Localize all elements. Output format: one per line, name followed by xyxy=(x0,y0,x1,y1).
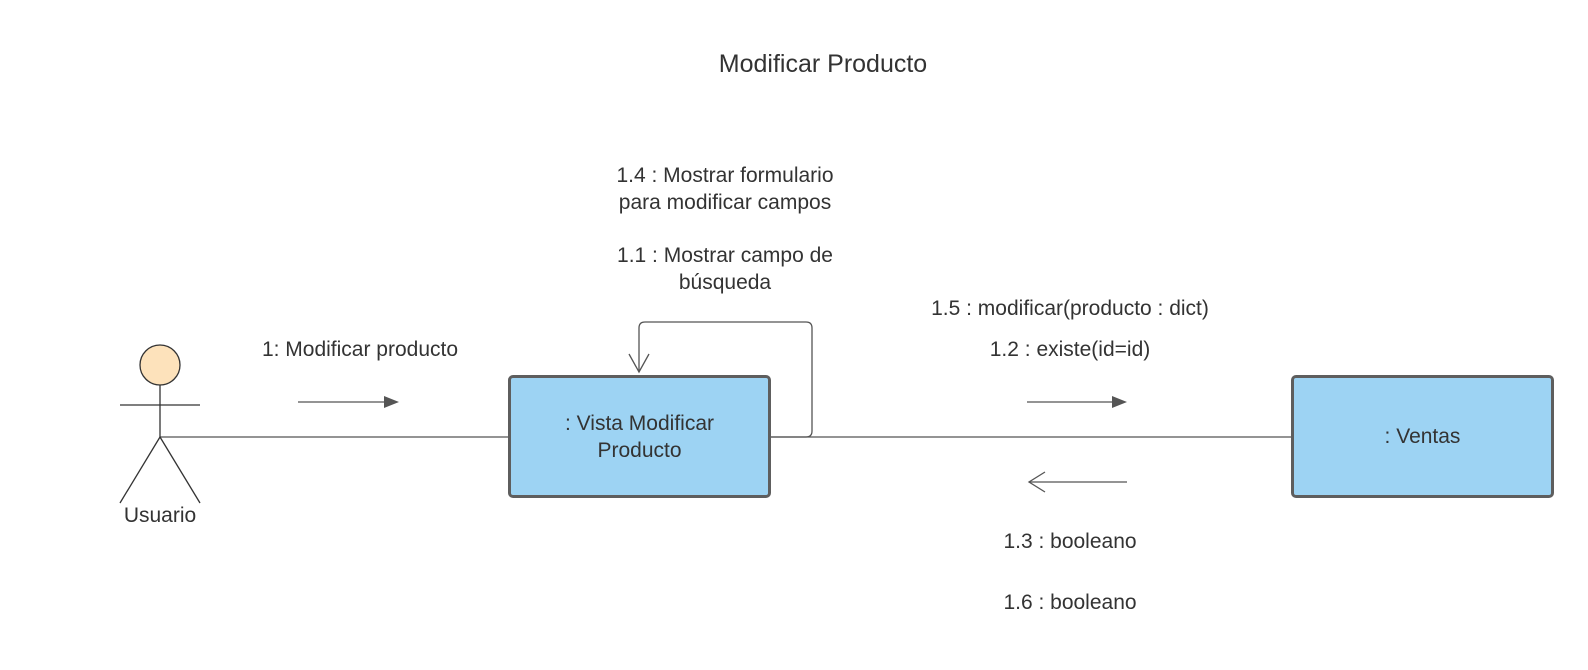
self-loop-arrowhead xyxy=(628,353,650,374)
msg-label-1-3: 1.3 : booleano xyxy=(1003,530,1137,553)
actor-figure xyxy=(119,344,201,504)
self-loop-vista xyxy=(638,321,813,438)
msg-group-1-4: 1.4 : Mostrar formulario para modificar … xyxy=(575,162,875,216)
msg-arrowhead-vista-ventas xyxy=(1112,396,1127,408)
msg-label-1-4-line1: 1.4 : Mostrar formulario xyxy=(616,164,834,187)
msg-label-1-5: 1.5 : modificar(producto : dict) xyxy=(931,297,1209,320)
msg-label-actor-vista: 1: Modificar producto xyxy=(261,338,459,361)
msg-label-1-6: 1.6 : booleano xyxy=(1003,591,1137,614)
msg-group-1-1: 1.1 : Mostrar campo de búsqueda xyxy=(575,242,875,296)
actor-head xyxy=(139,344,181,386)
msg-label-1-2: 1.2 : existe(id=id) xyxy=(989,338,1151,361)
msg-label-1-1-line1: 1.1 : Mostrar campo de xyxy=(617,244,833,267)
node-vista-modificar-producto[interactable]: : Vista Modificar Producto xyxy=(508,375,771,498)
diagram-title: Modificar Producto xyxy=(718,50,928,78)
return-arrowhead xyxy=(1027,471,1046,493)
msg-label-1-1-line2: búsqueda xyxy=(678,271,772,294)
actor-right-leg xyxy=(159,436,201,504)
node-ventas-label: : Ventas xyxy=(1384,425,1461,448)
actor-label: Usuario xyxy=(123,504,197,527)
node-vista-label: : Vista Modificar Producto xyxy=(565,411,714,462)
actor-left-leg xyxy=(119,436,161,504)
msg-label-1-4-line2: para modificar campos xyxy=(618,191,832,214)
node-ventas[interactable]: : Ventas xyxy=(1291,375,1554,498)
msg-arrowhead-actor-vista xyxy=(384,396,399,408)
